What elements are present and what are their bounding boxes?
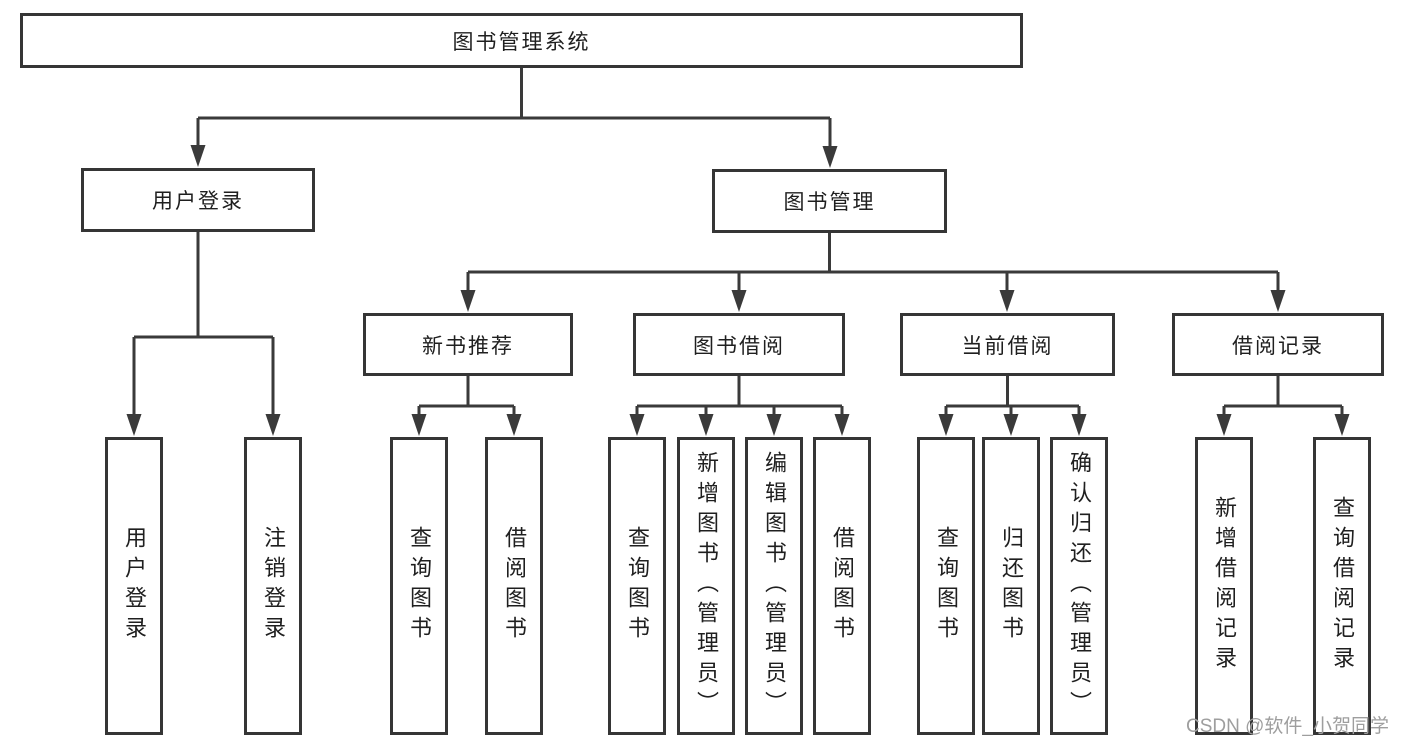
- node-return-books: 归还图书: [982, 437, 1040, 735]
- node-library-management-system: 图书管理系统: [20, 13, 1023, 68]
- arrowhead: [1216, 414, 1232, 436]
- node-user-login: 用户登录: [81, 168, 315, 232]
- arrowhead: [1003, 414, 1019, 436]
- node-label: 图书管理: [783, 191, 876, 214]
- node-query-books-under-borrow: 查询图书: [608, 437, 666, 735]
- node-label: 借阅记录: [1232, 334, 1324, 358]
- node-label: 用户登录: [122, 526, 147, 646]
- arrowhead: [506, 414, 522, 436]
- arrowhead: [822, 146, 838, 168]
- arrowhead: [265, 414, 281, 436]
- node-user-login-leaf: 用户登录: [105, 437, 163, 735]
- node-label: 查询图书: [934, 526, 959, 646]
- node-query-books-under-current: 查询图书: [917, 437, 975, 735]
- node-edit-books-admin: 编辑图书（管理员）: [745, 437, 803, 735]
- node-label: 新增图书（管理员）: [694, 451, 719, 721]
- node-current-borrow: 当前借阅: [900, 313, 1115, 376]
- arrowhead: [126, 414, 142, 436]
- node-add-books-admin: 新增图书（管理员）: [677, 437, 735, 735]
- wire-book-borrow-to-children: [629, 376, 850, 436]
- arrowhead: [190, 145, 206, 167]
- arrowhead: [1334, 414, 1350, 436]
- node-label: 查询图书: [625, 526, 650, 646]
- node-borrow-records: 借阅记录: [1172, 313, 1384, 376]
- wire-current-borrow-to-children: [938, 376, 1087, 436]
- node-label: 新书推荐: [422, 334, 514, 358]
- arrowhead: [1270, 290, 1286, 312]
- arrowhead: [629, 414, 645, 436]
- wire-borrow-records-to-children: [1216, 376, 1350, 436]
- node-query-borrow-record: 查询借阅记录: [1313, 437, 1371, 735]
- node-borrow-books-leaf: 借阅图书: [813, 437, 871, 735]
- node-label: 借阅图书: [830, 526, 855, 646]
- node-logout-leaf: 注销登录: [244, 437, 302, 735]
- node-book-management: 图书管理: [712, 169, 947, 233]
- node-label: 注销登录: [261, 526, 286, 646]
- node-label: 用户登录: [152, 190, 244, 213]
- arrowhead: [834, 414, 850, 436]
- csdn-watermark: CSDN @软件_小贺同学: [1186, 716, 1389, 737]
- arrowhead: [1071, 414, 1087, 436]
- wire-new-book-recommend-to-children: [411, 376, 522, 436]
- node-query-books-under-recommend: 查询图书: [390, 437, 448, 735]
- node-label: 确认归还（管理员）: [1067, 451, 1092, 721]
- node-label: 图书借阅: [693, 334, 785, 358]
- arrowhead: [938, 414, 954, 436]
- node-label: 图书管理系统: [452, 30, 591, 54]
- arrowhead: [731, 290, 747, 312]
- node-label: 编辑图书（管理员）: [762, 451, 787, 721]
- node-label: 归还图书: [999, 526, 1024, 646]
- arrowhead: [766, 414, 782, 436]
- node-label: 当前借阅: [961, 334, 1054, 358]
- wire-user-login-to-children: [126, 232, 281, 436]
- node-new-book-recommend: 新书推荐: [363, 313, 573, 376]
- node-borrow-books-under-recommend: 借阅图书: [485, 437, 543, 735]
- node-label: 借阅图书: [502, 526, 527, 646]
- node-book-borrow: 图书借阅: [633, 313, 845, 376]
- arrowhead: [460, 290, 476, 312]
- arrowhead: [411, 414, 427, 436]
- wire-root-to-level2: [190, 68, 838, 168]
- node-label: 查询借阅记录: [1330, 496, 1355, 676]
- node-add-borrow-record: 新增借阅记录: [1195, 437, 1253, 735]
- arrowhead: [999, 290, 1015, 312]
- node-label: 新增借阅记录: [1212, 496, 1237, 676]
- node-confirm-return-admin: 确认归还（管理员）: [1050, 437, 1108, 735]
- arrowhead: [698, 414, 714, 436]
- node-label: 查询图书: [407, 526, 432, 646]
- wire-book-management-to-level3: [460, 233, 1286, 312]
